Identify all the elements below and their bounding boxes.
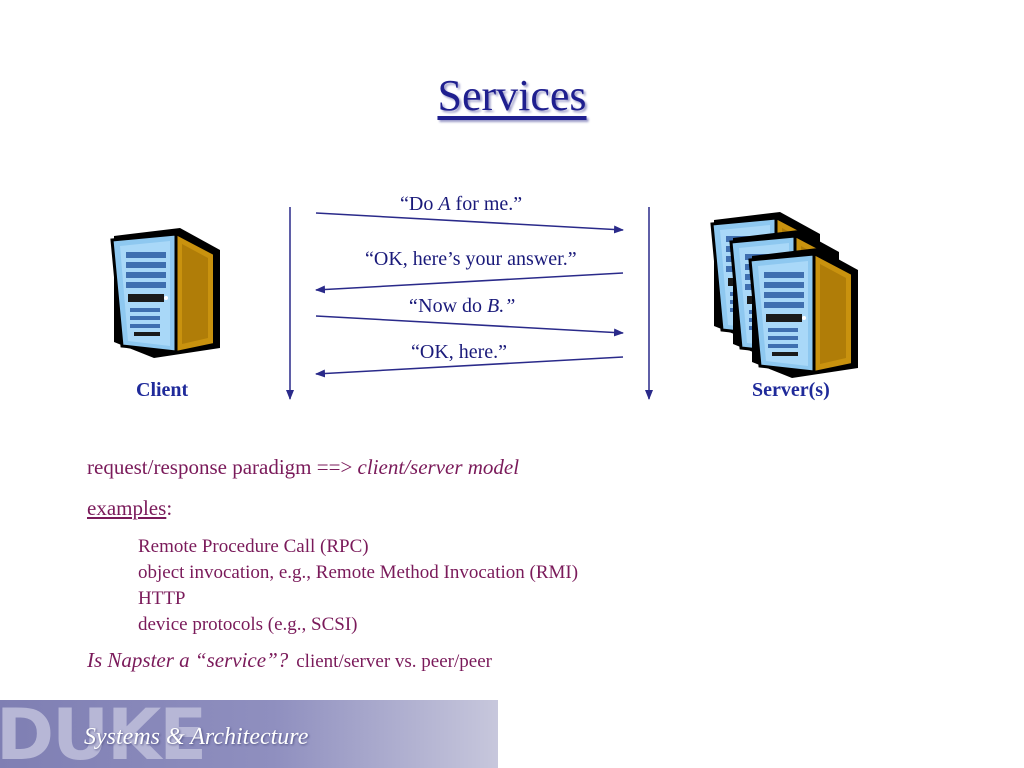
footer-caption: Systems & Architecture (84, 724, 309, 750)
request-arrow-1 (315, 212, 624, 234)
server-label: Server(s) (752, 379, 830, 401)
example-item: HTTP (138, 588, 186, 609)
message-now-do-b: “Now do B.” (407, 295, 516, 317)
slide-title: Services (437, 71, 587, 120)
request-arrow-2 (315, 315, 624, 337)
client-computer-icon (110, 226, 222, 360)
example-item: Remote Procedure Call (RPC) (138, 536, 369, 557)
duke-logo: DUKE (0, 700, 207, 768)
examples-heading: examples: (87, 496, 173, 520)
paradigm-line: request/response paradigm ==> client/ser… (87, 455, 520, 479)
example-item: device protocols (e.g., SCSI) (138, 614, 358, 635)
message-ok-answer: “OK, here’s your answer.” (365, 248, 577, 270)
response-arrow-1 (315, 272, 624, 294)
message-do-a: “Do A for me.” (400, 193, 523, 215)
message-ok-here: “OK, here.” (411, 341, 508, 363)
server-computer-icon-3 (748, 246, 860, 380)
napster-line: Is Napster a “service”? client/server vs… (87, 648, 492, 672)
response-arrow-2 (315, 356, 624, 378)
footer-banner: DUKE Systems & Architecture (0, 700, 498, 768)
client-label: Client (136, 379, 189, 401)
example-item: object invocation, e.g., Remote Method I… (138, 562, 579, 583)
